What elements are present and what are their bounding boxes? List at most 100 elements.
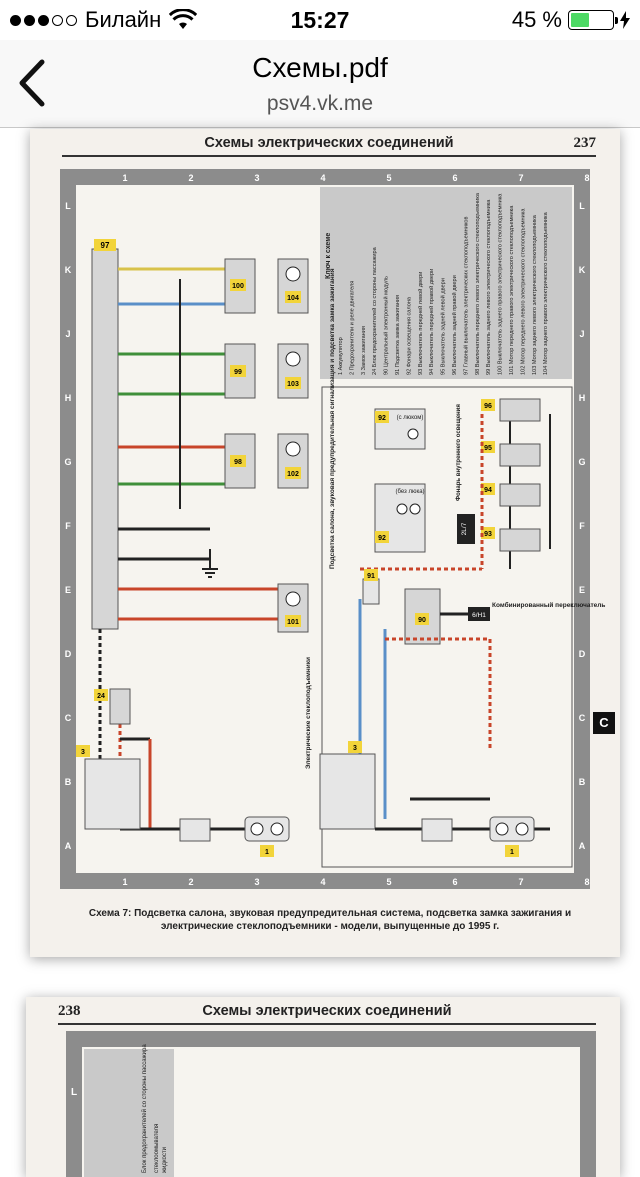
window-motor-103: 103 <box>277 343 309 399</box>
grid-column-label: 7 <box>518 173 523 183</box>
grid-row-label: H <box>65 393 72 403</box>
battery-percent: 45 % <box>511 7 562 32</box>
window-wires <box>118 267 280 621</box>
legend-item: 96 Выключатель задней правой двери <box>451 275 458 375</box>
svg-text:90: 90 <box>418 617 426 624</box>
grid-column-label: 1 <box>122 173 127 183</box>
svg-text:98: 98 <box>234 459 242 466</box>
grid-column-label: 4 <box>320 877 325 887</box>
grid-row-label: A <box>65 841 72 851</box>
grid-column-label: 5 <box>386 173 391 183</box>
window-motor-101: 101 <box>277 583 309 633</box>
grid-row-label: K <box>579 265 586 275</box>
svg-text:24: 24 <box>97 693 105 700</box>
page-header-title: Схемы электрических соединений <box>204 135 454 151</box>
grid-column-label: 2 <box>188 173 193 183</box>
partial-legend-text: стеклоомывателя <box>154 1124 160 1173</box>
ref-2lt: 2L/7 <box>461 522 468 535</box>
legend-item: 100 Выключатель заднего правого электрич… <box>498 193 504 375</box>
grid-column-label: 5 <box>386 877 391 887</box>
grid-row-label: B <box>65 777 72 787</box>
svg-text:101: 101 <box>287 619 299 626</box>
svg-text:1: 1 <box>265 849 269 856</box>
pdf-page-237[interactable]: Схемы электрических соединений 237 1 1 2 2 3… <box>30 129 620 957</box>
chevron-left-icon <box>19 59 45 107</box>
grid-row-label: J <box>65 329 70 339</box>
grid-column-label: 1 <box>122 877 127 887</box>
component-number-97: 97 <box>101 241 110 250</box>
grid-row-label: K <box>65 265 72 275</box>
page-header-title: Схемы электрических соединений <box>202 1003 452 1019</box>
grid-row-label: C <box>65 713 72 723</box>
back-button[interactable] <box>14 58 50 108</box>
svg-text:92: 92 <box>378 535 386 542</box>
section-title-left: Электрические стеклоподъемники <box>305 657 312 769</box>
grid-row-label: F <box>65 521 71 531</box>
svg-text:95: 95 <box>484 445 492 452</box>
label-with-sunroof: (с люком) <box>397 415 424 421</box>
carrier-info: Билайн <box>10 7 198 33</box>
window-motor-104: 104 <box>277 258 309 314</box>
grid-column-label: 8 <box>584 173 589 183</box>
svg-text:99: 99 <box>234 369 242 376</box>
navigation-bar: Схемы.pdf psv4.vk.me <box>0 40 640 128</box>
legend-item: 103 Мотор заднего левого электрического … <box>532 214 538 375</box>
door-switches: 96 95 94 93 <box>360 398 551 571</box>
svg-text:103: 103 <box>287 381 299 388</box>
legend-item: 2 Предохранители и реле двигателя <box>349 281 355 375</box>
legend-item: 102 Мотор переднего левого электрическог… <box>520 208 526 375</box>
signal-strength-icon <box>10 14 77 26</box>
clock: 15:27 <box>290 7 350 33</box>
svg-text:92: 92 <box>378 415 386 422</box>
svg-text:104: 104 <box>287 295 299 302</box>
legend-item: 24 Блок предохранителей со стороны пасса… <box>371 246 378 375</box>
legend-item: 99 Выключатель заднего левого электричес… <box>486 199 492 375</box>
window-motor-102: 102 <box>277 433 309 489</box>
grid-row-label: L <box>65 201 71 211</box>
window-switch-98: 98 <box>224 433 256 489</box>
interior-lighting-section <box>321 386 573 868</box>
svg-text:3: 3 <box>353 745 357 752</box>
svg-text:3: 3 <box>81 749 85 756</box>
legend-item: 95 Выключатель задней левой двери <box>440 278 447 375</box>
legend-item: 94 Выключатель передней правой двери <box>428 269 435 375</box>
right-power-feed: 3 1 <box>319 741 550 857</box>
window-switch-99: 99 <box>224 343 256 399</box>
page-header: 238 Схемы электрических соединений <box>58 1003 596 1025</box>
pdf-page-238[interactable]: 238 Схемы электрических соединений L Бло… <box>26 997 620 1177</box>
svg-text:102: 102 <box>287 471 299 478</box>
wiring-diagram-partial: L Блок предохранителей со стороны пассаж… <box>66 1031 596 1177</box>
legend-item: 90 Центральный электронный модуль <box>383 276 390 375</box>
grid-row-label: G <box>578 457 585 467</box>
diagram-caption: Схема 7: Подсветка салона, звуковая пред… <box>88 908 572 932</box>
grid-column-label: 3 <box>254 877 259 887</box>
label-interior-lamp: Фонарь внутреннего освещения <box>456 404 462 501</box>
grid-column-label: 3 <box>254 173 259 183</box>
status-bar: Билайн 15:27 45 % <box>0 0 640 40</box>
label-without-sunroof: (без люка) <box>395 489 424 495</box>
label-combined-switch: Комбинированный переключатель <box>492 601 605 609</box>
grid-row-label: E <box>579 585 585 595</box>
svg-text:1: 1 <box>510 849 514 856</box>
legend-item: 92 Фонари освещения салона <box>406 296 412 375</box>
legend-item: 91 Подсветка замка зажигания <box>395 295 401 375</box>
grid-column-label: 2 <box>188 877 193 887</box>
partial-legend-text: Блок предохранителей со стороны пассажир… <box>141 1044 148 1173</box>
section-tab[interactable]: С <box>593 712 615 734</box>
page-header: Схемы электрических соединений 237 <box>62 135 596 157</box>
page-number: 238 <box>58 1003 81 1019</box>
legend-title: Ключ к схеме <box>325 233 332 279</box>
wifi-icon <box>169 9 198 29</box>
grid-row-label: L <box>579 201 585 211</box>
grid-row-label: C <box>579 713 586 723</box>
grid-row-label: G <box>64 457 71 467</box>
interior-lamps-92: 92 (с люком) 92 (без люка) 2L/7 Фонарь в… <box>374 404 475 553</box>
legend-item: 98 Выключатель переднего левого электрич… <box>475 192 481 375</box>
grid-row-label: J <box>579 329 584 339</box>
legend-panel <box>320 187 572 379</box>
svg-text:96: 96 <box>484 403 492 410</box>
